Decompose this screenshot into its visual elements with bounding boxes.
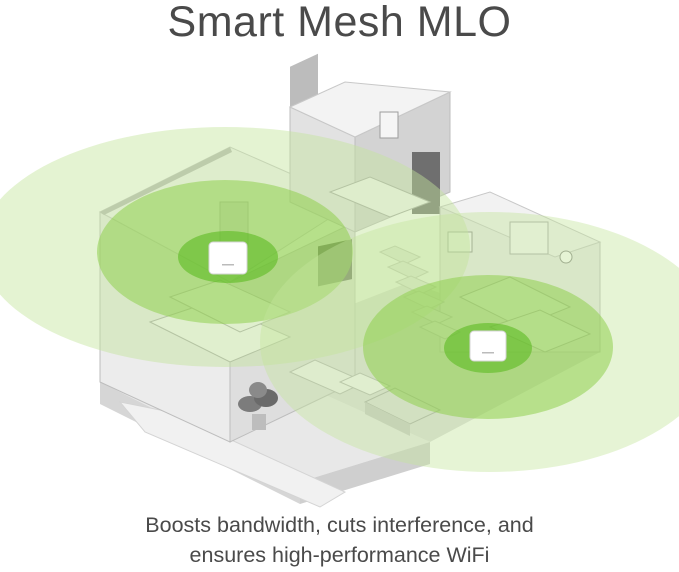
access-point-left: [208, 241, 248, 275]
house-mesh-illustration: [0, 53, 679, 508]
caption-line-1: Boosts bandwidth, cuts interference, and: [145, 513, 534, 537]
back-room: [288, 81, 452, 233]
access-point-right: [469, 330, 507, 362]
caption: Boosts bandwidth, cuts interference, and…: [0, 510, 679, 570]
page-title: Smart Mesh MLO: [167, 0, 512, 46]
caption-line-2: ensures high-performance WiFi: [189, 543, 490, 567]
potted-plant: [238, 382, 278, 430]
